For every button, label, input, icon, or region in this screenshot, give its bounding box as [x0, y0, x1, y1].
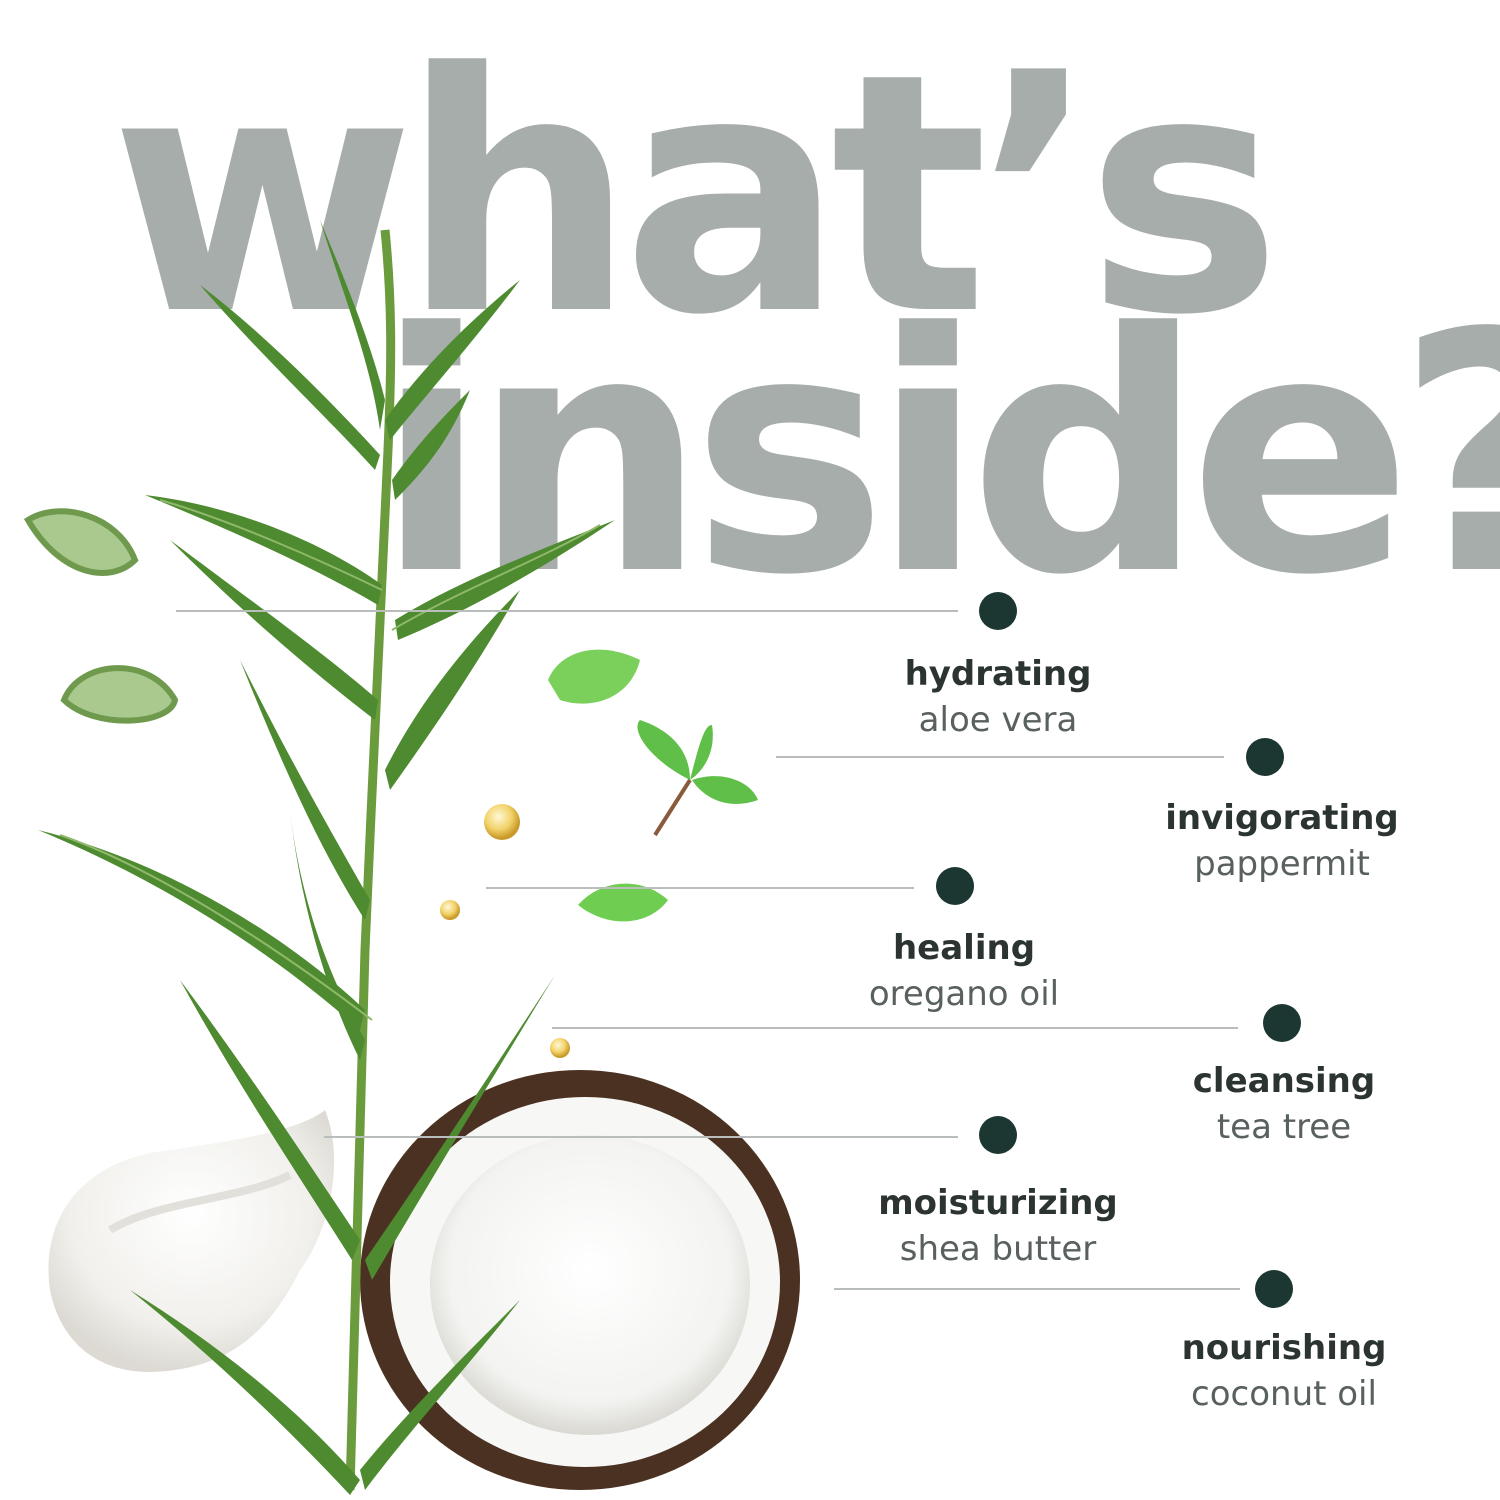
oil-droplets-image [440, 804, 570, 1058]
benefit-text: moisturizing [878, 1183, 1118, 1223]
shea-butter-image [48, 1110, 335, 1372]
ingredient-text: aloe vera [918, 700, 1078, 740]
ingredient-text: tea tree [1216, 1107, 1352, 1147]
ingredient-label-nourishing: nourishing coconut oil [1114, 1325, 1454, 1417]
dot-hydrating [979, 592, 1017, 630]
ingredient-label-cleansing: cleansing tea tree [1114, 1058, 1454, 1150]
connector-line-moisturizing [324, 1136, 958, 1138]
connector-line-invigorating [776, 756, 1224, 758]
ingredient-label-healing: healing oregano oil [794, 925, 1134, 1017]
ingredient-label-moisturizing: moisturizing shea butter [828, 1180, 1168, 1272]
ingredient-text: shea butter [899, 1229, 1097, 1269]
ingredient-label-hydrating: hydrating aloe vera [828, 651, 1168, 743]
ingredient-text: coconut oil [1191, 1374, 1377, 1414]
ingredient-label-invigorating: invigorating pappermit [1112, 795, 1452, 887]
connector-line-healing [486, 887, 914, 889]
dot-invigorating [1246, 738, 1284, 776]
dot-healing [936, 867, 974, 905]
headline-line-inside: inside? [375, 263, 1500, 647]
dot-nourishing [1255, 1270, 1293, 1308]
coconut-image [360, 1070, 800, 1490]
benefit-text: cleansing [1192, 1061, 1376, 1101]
connector-line-cleansing [552, 1027, 1238, 1029]
benefit-text: nourishing [1181, 1328, 1387, 1368]
benefit-text: healing [892, 928, 1036, 968]
benefit-text: invigorating [1165, 798, 1399, 838]
dot-moisturizing [979, 1116, 1017, 1154]
headline: what’s inside? [0, 0, 1500, 620]
dot-cleansing [1263, 1004, 1301, 1042]
benefit-text: hydrating [904, 654, 1092, 694]
connector-line-nourishing [834, 1288, 1240, 1290]
connector-line-hydrating [176, 610, 958, 612]
peppermint-image [548, 649, 758, 922]
ingredient-text: oregano oil [868, 974, 1060, 1014]
ingredient-text: pappermit [1194, 844, 1370, 884]
